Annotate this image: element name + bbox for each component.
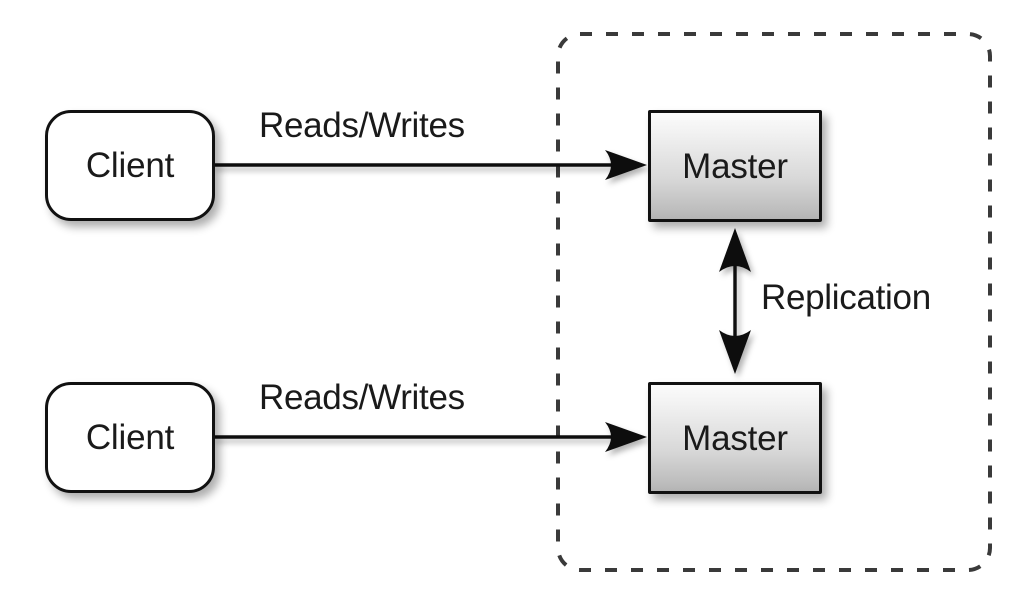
edge-label-reads-writes-bottom: Reads/Writes: [259, 378, 465, 417]
edge-label-replication: Replication: [761, 278, 931, 317]
node-client-top[interactable]: Client: [45, 110, 215, 221]
replication-cluster-boundary: [556, 32, 992, 572]
node-master-bottom[interactable]: Master: [648, 382, 822, 494]
edge-client-top-to-master-top: [213, 150, 647, 180]
arrowhead-up-icon: [719, 228, 751, 272]
edge-client-bottom-to-master-bottom: [213, 422, 647, 452]
arrowhead-down-icon: [719, 330, 751, 374]
arrowhead-icon: [605, 422, 647, 452]
node-master-top[interactable]: Master: [648, 110, 822, 222]
arrowhead-icon: [605, 150, 647, 180]
node-client-top-label: Client: [85, 146, 175, 185]
node-master-bottom-label: Master: [682, 418, 788, 458]
node-client-bottom[interactable]: Client: [45, 382, 215, 493]
node-client-bottom-label: Client: [85, 418, 175, 457]
edge-master-to-master-replication: [719, 228, 751, 374]
edge-label-reads-writes-top: Reads/Writes: [259, 106, 465, 145]
node-master-top-label: Master: [682, 146, 788, 186]
